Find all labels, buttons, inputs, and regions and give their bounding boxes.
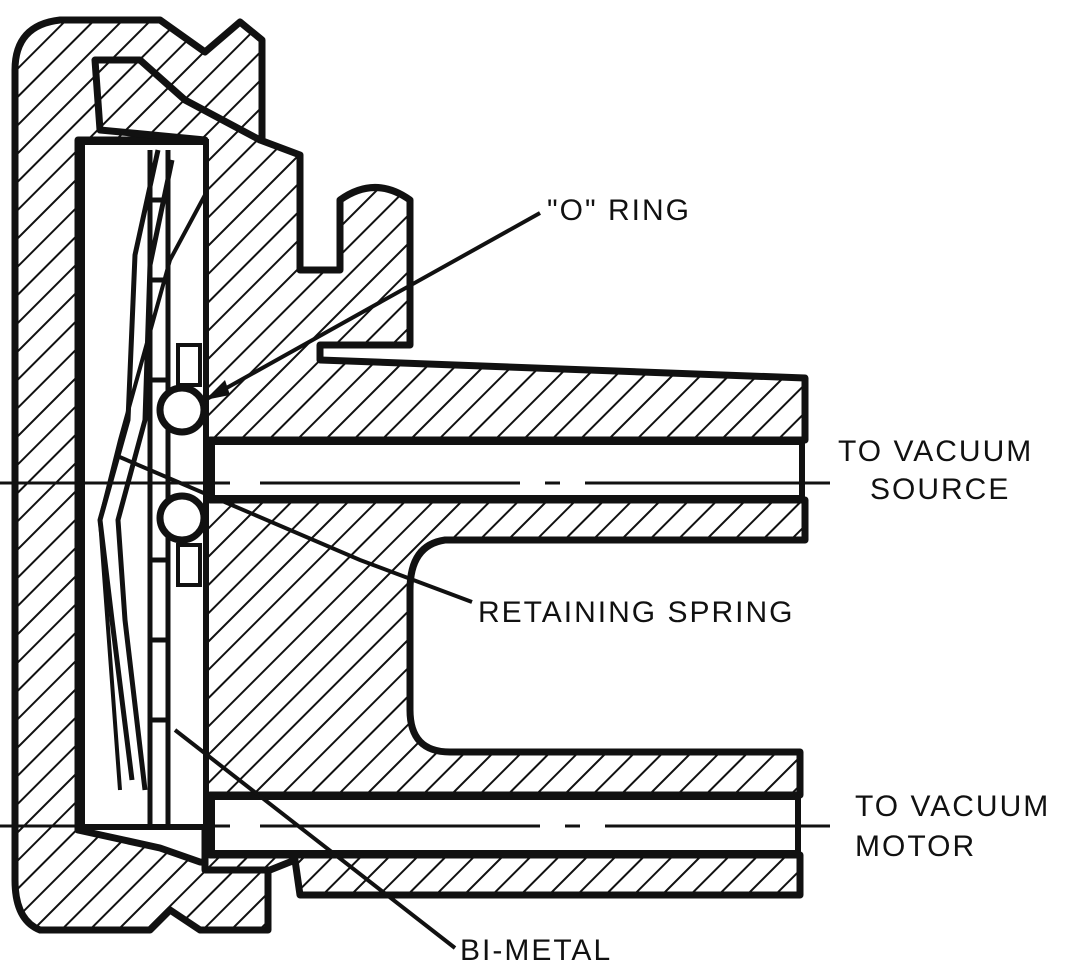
to-vacuum-motor-label-line2: MOTOR <box>855 830 976 863</box>
to-vacuum-source-label-line1: TO VACUUM <box>838 435 1033 468</box>
leader-o-ring <box>204 211 541 402</box>
leader-bi-metal <box>173 728 457 950</box>
retaining-spring-label: RETAINING SPRING <box>478 596 794 629</box>
valve-seat-slot-lower <box>176 543 202 587</box>
valve-seat-slot-upper <box>176 343 202 387</box>
valve-seat-plate <box>147 150 171 830</box>
to-vacuum-source-label-line2: SOURCE <box>870 473 1010 506</box>
leader-o-ring-arrowhead <box>205 380 230 400</box>
leader-retaining-spring <box>114 453 473 604</box>
o-ring-upper <box>156 384 208 436</box>
to-vacuum-motor-label-line1: TO VACUUM <box>855 790 1050 823</box>
o-ring-label: "O" RING <box>547 194 691 227</box>
o-ring-lower <box>156 492 208 544</box>
bi-metal-label: BI-METAL <box>460 934 612 964</box>
retaining-spring <box>97 194 207 791</box>
upper-port-bore <box>209 439 805 501</box>
